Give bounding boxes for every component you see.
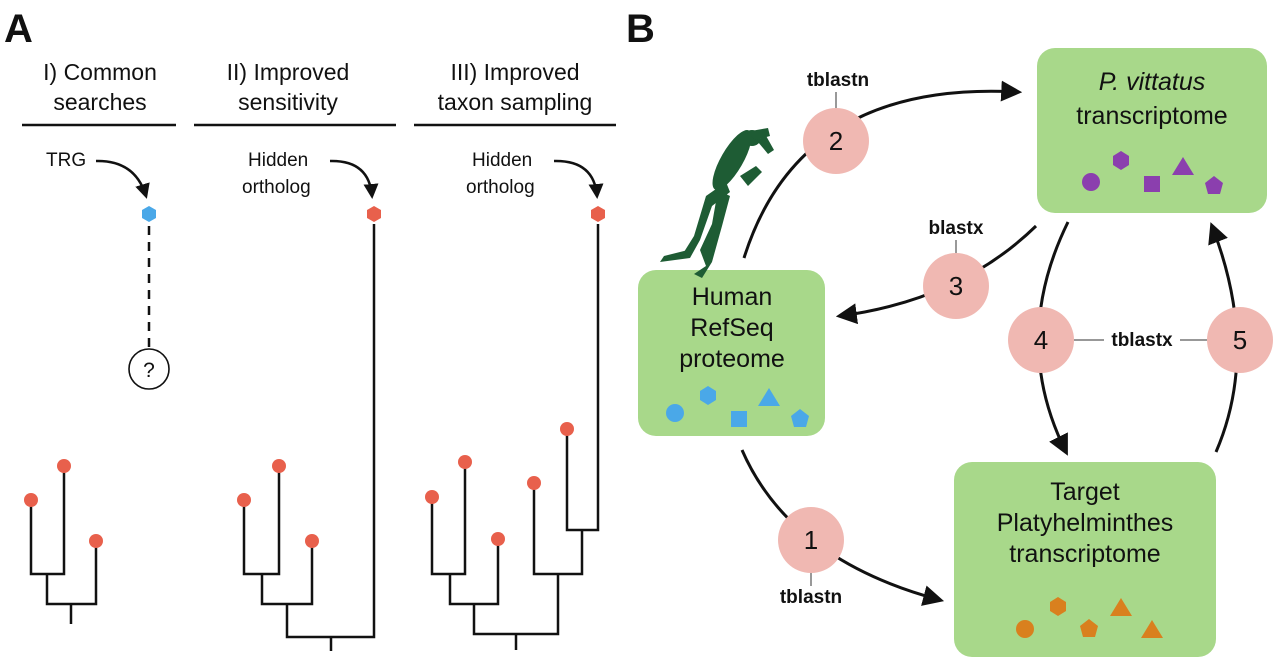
trg-label: TRG (46, 150, 86, 171)
square-icon (731, 411, 747, 427)
hidden-ortholog-label-2b: ortholog (242, 177, 311, 198)
square-icon (1144, 176, 1160, 192)
query-hexagon-icon (142, 206, 156, 222)
step-3-circle (923, 253, 989, 319)
pvittatus-box (1037, 48, 1267, 213)
hidden-ortholog-hexagon-icon (591, 206, 605, 222)
triangle-icon (758, 388, 780, 406)
hidden-ortholog-label-3a: Hidden (472, 150, 532, 171)
step-2-circle (803, 108, 869, 174)
human-box-line3: proteome (679, 345, 785, 373)
target-box-line3: transcriptome (1009, 540, 1160, 568)
panel-a-label: A (4, 7, 33, 51)
human-proteome-box (638, 270, 825, 436)
tip-node (527, 476, 541, 490)
column-3-title-line2: taxon sampling (438, 89, 593, 115)
tip-node (491, 532, 505, 546)
tip-node (305, 534, 319, 548)
tree-1 (29, 467, 98, 624)
step-5-circle (1207, 307, 1273, 373)
pentagon-icon (791, 409, 809, 427)
target-transcriptome-box (954, 462, 1216, 657)
tool-label-step-2: tblastn (807, 70, 869, 91)
step-2-number: 2 (829, 126, 843, 156)
hidden-ortholog-hexagon-icon (367, 206, 381, 222)
column-3-title-line1: III) Improved (450, 59, 579, 85)
circle-icon (666, 404, 684, 422)
triangle-icon (1110, 598, 1132, 616)
tip-node (89, 534, 103, 548)
column-2-title-line2: sensitivity (238, 89, 338, 115)
tree-3 (430, 224, 600, 650)
tree-2 (242, 224, 376, 651)
human-box-line1: Human (692, 283, 773, 311)
pentagon-icon (1205, 176, 1223, 194)
trg-arrow (95, 159, 150, 199)
human-box-line2: RefSeq (690, 314, 773, 342)
hexagon-icon (700, 386, 716, 405)
tip-node (57, 459, 71, 473)
arrow-step-1 (740, 449, 945, 606)
tip-node (458, 455, 472, 469)
hexagon-icon (1113, 151, 1129, 170)
hidden-ortholog-label-2a: Hidden (248, 150, 308, 171)
frog-icon (660, 128, 774, 278)
triangle-icon (1172, 157, 1194, 175)
pentagon-icon (1080, 619, 1098, 637)
column-2-title-line1: II) Improved (227, 59, 350, 85)
target-box-line2: Platyhelminthes (997, 509, 1173, 537)
step-5-number: 5 (1233, 325, 1247, 355)
triangle-icon (1141, 620, 1163, 638)
pvittatus-box-line1: P. vittatus (1099, 68, 1206, 96)
step-1-circle (778, 507, 844, 573)
circle-icon (1082, 173, 1100, 191)
tip-node (272, 459, 286, 473)
tool-label-step-1: tblastn (780, 587, 842, 608)
unknown-node (128, 348, 170, 390)
tool-label-step-4-5: tblastx (1111, 330, 1173, 351)
hexagon-icon (1050, 597, 1066, 616)
tip-node (425, 490, 439, 504)
circle-icon (1016, 620, 1034, 638)
step-4-circle (1008, 307, 1074, 373)
hidden-ortholog-label-3b: ortholog (466, 177, 535, 198)
panel-b-label: B (626, 7, 655, 51)
tip-node (560, 422, 574, 436)
pvittatus-box-line2: transcriptome (1076, 102, 1227, 130)
step-1-number: 1 (804, 525, 818, 555)
column-1-title-line2: searches (53, 89, 146, 115)
target-box-line1: Target (1050, 478, 1120, 506)
tip-node (24, 493, 38, 507)
unknown-node-label: ? (143, 359, 155, 382)
tip-node (237, 493, 251, 507)
column-1-title-line1: I) Common (43, 59, 157, 85)
hidden-ortholog-arrow-3 (553, 159, 604, 199)
step-3-number: 3 (949, 271, 963, 301)
step-4-number: 4 (1034, 325, 1048, 355)
tool-label-step-3: blastx (929, 218, 984, 239)
hidden-ortholog-arrow-2 (329, 159, 379, 199)
